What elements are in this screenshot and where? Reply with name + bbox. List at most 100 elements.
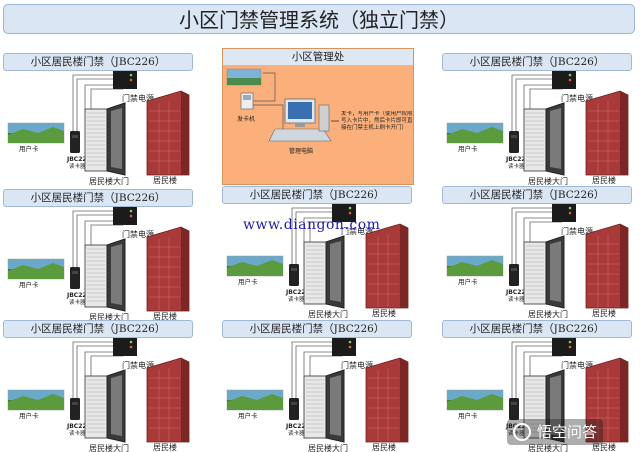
access-diagram: 门禁电源 用户卡 JBC226 读卡器	[446, 338, 629, 452]
access-diagram: 门禁电源 用户卡 JBC226 读卡器	[7, 71, 190, 186]
reader-sub-label: 读卡器	[288, 295, 305, 303]
gate-label: 居民楼大门	[528, 443, 568, 452]
unit-title: 小区居民楼门禁（JBC226）	[3, 53, 193, 71]
building-gate	[523, 102, 565, 176]
unit-title: 小区居民楼门禁（JBC226）	[222, 320, 412, 338]
access-unit: 小区居民楼门禁（JBC226） 门禁电源 用户卡	[442, 186, 638, 319]
reader-model-label: JBC226	[285, 423, 310, 430]
door-power-label: 门禁电源	[122, 360, 154, 370]
unit-title: 小区居民楼门禁（JBC226）	[3, 189, 193, 207]
user-card	[7, 122, 65, 144]
user-card-label: 用户卡	[19, 411, 39, 420]
card-issuer-device	[240, 92, 254, 110]
building-gate	[523, 369, 565, 443]
door-power-label: 门禁电源	[341, 360, 373, 370]
reader-model-label: JBC226	[505, 289, 530, 296]
residential-building	[146, 226, 190, 312]
user-card	[446, 122, 504, 144]
card-reader	[70, 267, 80, 289]
unit-title: 小区居民楼门禁（JBC226）	[442, 320, 632, 338]
management-office: 小区管理处 发卡机 管理电脑 发卡，写用户卡（使用户权限写入卡片中，然后卡片即可…	[222, 48, 414, 185]
user-card-label: 用户卡	[19, 144, 39, 153]
reader-sub-label: 读卡器	[69, 429, 86, 437]
gate-label: 居民楼大门	[308, 309, 348, 319]
unit-title: 小区居民楼门禁（JBC226）	[3, 320, 193, 338]
reader-model-label: JBC226	[66, 156, 91, 163]
building-gate	[303, 369, 345, 443]
card-reader	[289, 398, 299, 420]
access-unit: 小区居民楼门禁（JBC226） 门禁电源 用户卡	[3, 189, 199, 322]
reader-model-label: JBC226	[66, 292, 91, 299]
door-power-supply	[332, 338, 356, 356]
residential-building	[146, 90, 190, 176]
access-unit: 小区居民楼门禁（JBC226） 门禁电源 用户卡	[442, 53, 638, 186]
building-label: 居民楼	[592, 308, 616, 318]
user-card	[446, 389, 504, 411]
management-computer	[268, 98, 332, 142]
building-label: 居民楼	[372, 442, 396, 452]
user-card	[7, 389, 65, 411]
door-power-label: 门禁电源	[122, 93, 154, 103]
access-unit: 小区居民楼门禁（JBC226） 门禁电源 用户卡	[222, 186, 418, 319]
user-card	[446, 255, 504, 277]
user-card-label: 用户卡	[458, 277, 478, 286]
card-reader	[509, 131, 519, 153]
user-card-label: 用户卡	[238, 411, 258, 420]
building-label: 居民楼	[592, 442, 616, 452]
building-gate	[523, 235, 565, 309]
card-reader	[509, 398, 519, 420]
gate-label: 居民楼大门	[528, 309, 568, 319]
building-label: 居民楼	[372, 308, 396, 318]
gate-label: 居民楼大门	[89, 443, 129, 452]
residential-building	[585, 90, 629, 176]
door-power-supply	[552, 71, 576, 89]
access-diagram: 门禁电源 用户卡 JBC226 读卡器	[446, 204, 629, 319]
door-power-label: 门禁电源	[561, 226, 593, 236]
access-unit: 小区居民楼门禁（JBC226） 门禁电源 用户卡	[222, 320, 418, 452]
access-diagram: 门禁电源 用户卡 JBC226 读卡器	[7, 207, 190, 322]
reader-sub-label: 读卡器	[288, 429, 305, 437]
watermark: 悟空问答	[507, 419, 604, 445]
residential-building	[365, 357, 409, 443]
door-power-supply	[113, 207, 137, 225]
user-card-label: 用户卡	[19, 280, 39, 289]
access-diagram: 门禁电源 用户卡 JBC226 读卡器	[446, 71, 629, 186]
door-power-supply	[332, 204, 356, 222]
reader-model-label: JBC226	[66, 423, 91, 430]
door-power-label: 门禁电源	[341, 226, 373, 236]
watermark-text: 悟空问答	[537, 423, 598, 441]
building-gate	[84, 238, 126, 312]
access-diagram: 门禁电源 用户卡 JBC226 读卡器	[226, 204, 409, 319]
office-note: 发卡，写用户卡（使用户权限写入卡片中，然后卡片即可直接在门禁主机上刷卡开门）	[341, 111, 413, 131]
building-label: 居民楼	[592, 175, 616, 185]
office-title: 小区管理处	[223, 49, 413, 65]
user-card-label: 用户卡	[458, 411, 478, 420]
access-diagram: 门禁电源 用户卡 JBC226 读卡器	[226, 338, 409, 452]
reader-sub-label: 读卡器	[69, 298, 86, 306]
gate-label: 居民楼大门	[308, 443, 348, 452]
door-power-label: 门禁电源	[122, 229, 154, 239]
door-power-supply	[113, 71, 137, 89]
gate-label: 居民楼大门	[528, 176, 568, 186]
residential-building	[585, 357, 629, 443]
building-label: 居民楼	[153, 175, 177, 185]
residential-building	[585, 223, 629, 309]
access-unit: 小区居民楼门禁（JBC226） 门禁电源 用户卡	[3, 53, 199, 186]
reader-sub-label: 读卡器	[508, 162, 525, 170]
residential-building	[365, 223, 409, 309]
card-issuer-label: 发卡机	[237, 115, 255, 123]
user-card	[7, 258, 65, 280]
unit-title: 小区居民楼门禁（JBC226）	[442, 53, 632, 71]
door-power-supply	[552, 204, 576, 222]
card-reader	[70, 131, 80, 153]
main-title: 小区门禁管理系统（独立门禁）	[3, 4, 635, 34]
user-card	[226, 255, 284, 277]
gate-label: 居民楼大门	[89, 312, 129, 322]
building-label: 居民楼	[153, 442, 177, 452]
reader-sub-label: 读卡器	[508, 295, 525, 303]
issuer-photo	[226, 68, 262, 86]
building-gate	[84, 102, 126, 176]
website-text: www.diangon.com	[243, 217, 381, 233]
door-power-supply	[113, 338, 137, 356]
user-card-label: 用户卡	[458, 144, 478, 153]
